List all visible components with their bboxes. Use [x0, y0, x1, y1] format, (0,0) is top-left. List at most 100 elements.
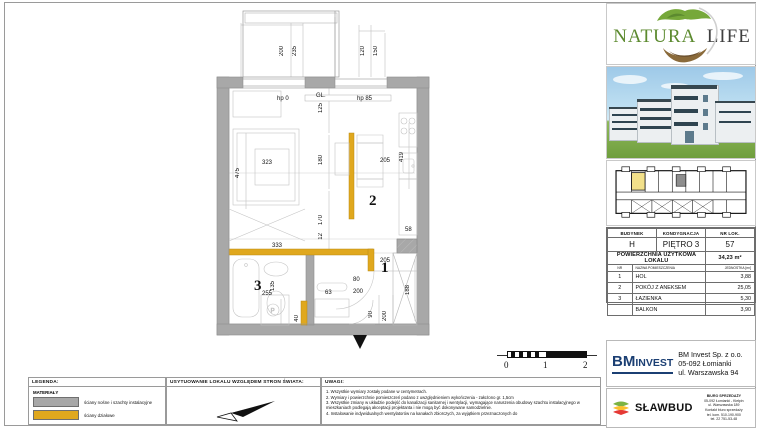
plan-dimension: 125 — [318, 103, 324, 114]
room-name: ŁAZIENKA — [631, 293, 706, 305]
plan-dimension: 40 — [294, 315, 300, 322]
legend-body: MATERIAŁY ściany nośne i szachty instala… — [29, 387, 165, 426]
plan-svg: P — [216, 10, 430, 349]
plan-dimension: 58 — [405, 227, 412, 233]
developer-address-line1: 05-092 Łomianki — [678, 358, 732, 368]
contractor-line5: tel. 22 751-53-48 — [710, 417, 738, 422]
entrance — [685, 131, 694, 143]
plan-dimension: 205 — [380, 258, 391, 264]
balcony-line — [719, 111, 751, 113]
contractor-name: SŁAWBUD — [635, 402, 693, 414]
note-item: 1. Wszystkie wymiary zostały podane w ce… — [326, 389, 427, 394]
room-row: 2 POKÓJ Z ANEKSEM 25,05 — [607, 282, 755, 294]
value-kondygnacja: PIĘTRO 3 — [656, 237, 706, 252]
title-block-column: NATURA LIFE — [606, 3, 756, 428]
plan-dimension: hp 85 — [357, 96, 373, 102]
room-nr: 1 — [607, 271, 633, 283]
project-logo-panel: NATURA LIFE — [606, 3, 756, 65]
building-photo-panel — [606, 66, 756, 159]
subheader-nazwa: NAZWA POMIESZCZENIA — [631, 264, 706, 272]
plan-dimension: 205 — [380, 158, 391, 164]
room-name: BALKON — [631, 304, 706, 316]
cloud — [613, 75, 647, 84]
plan-dimension: 419 — [399, 152, 405, 163]
plan-dimension: 63 — [325, 290, 332, 296]
plan-dimension: 180 — [318, 155, 324, 166]
slawbud-logo-icon — [611, 398, 631, 418]
area-label: POWIERZCHNIA UŻYTKOWA LOKALU — [607, 251, 706, 265]
developer-address-line2: ul. Warszawska 94 — [678, 368, 739, 378]
room-area: 25,05 — [705, 282, 755, 294]
bm-logo-bm: BM — [612, 353, 636, 370]
contractor-panel: SŁAWBUD BIURO SPRZEDAŻY 05-092 Łomianki … — [606, 388, 756, 428]
header-budynek: BUDYNEK — [607, 228, 657, 238]
key-plan-panel — [606, 160, 756, 226]
contractor-line1: 05-092 Łomianki - Kiełpin — [704, 398, 744, 403]
scale-segment-dark — [547, 351, 587, 358]
plan-dimension: 170 — [318, 215, 324, 226]
legend-item: ściany nośne i szachty instalacyjne — [33, 397, 161, 407]
notes-body: 1. Wszystkie wymiary zostały podane w ce… — [322, 387, 600, 419]
scale-tick — [535, 351, 539, 358]
compass-panel: USYTUOWANIE LOKALU WZGLĘDEM STRON ŚWIATA… — [166, 377, 321, 425]
legend-swatch-structural — [33, 397, 79, 407]
hall-area — [335, 252, 418, 326]
compass-header: USYTUOWANIE LOKALU WZGLĘDEM STRON ŚWIATA… — [167, 378, 320, 387]
structural-walls — [216, 76, 430, 336]
legend-label-structural: ściany nośne i szachty instalacyjne — [84, 399, 153, 405]
logo-word-natura: NATURA — [613, 26, 696, 47]
furniture-bathroom: P — [232, 258, 350, 326]
roof-line — [715, 101, 755, 103]
acorn-icon — [663, 48, 707, 63]
contractor-office-label: BIURO SPRZEDAŻY — [706, 394, 742, 399]
scale-label-1: 1 — [543, 360, 548, 370]
header-nr-lok: NR LOK. — [705, 228, 755, 238]
room-name: POKÓJ Z ANEKSEM — [631, 282, 706, 294]
room-area: 3,90 — [705, 304, 755, 316]
plan-dimension: 200 — [353, 289, 364, 295]
furniture-living — [228, 90, 306, 242]
legend-header: LEGENDA: — [29, 378, 165, 387]
value-nr-lok: 57 — [705, 237, 755, 252]
partition-walls — [228, 132, 375, 326]
subheader-jednostka: JEDNOSTKA [m²] — [705, 264, 755, 272]
plan-dimension: 90 — [368, 311, 374, 318]
area-value: 34,23 m² — [705, 251, 755, 265]
plan-dimension: 333 — [272, 243, 283, 249]
room-row: BALKON 3,90 — [607, 304, 755, 316]
bottom-strip: LEGENDA: MATERIAŁY ściany nośne i szacht… — [5, 377, 601, 425]
balcony-line — [674, 109, 698, 113]
roof-line — [609, 107, 641, 109]
balcony-line — [640, 117, 672, 120]
legend-swatch-partition — [33, 410, 79, 420]
room-row: 3 ŁAZIENKA 5,30 — [607, 293, 755, 305]
room-area: 5,30 — [705, 293, 755, 305]
plan-dimension: 200 — [279, 46, 285, 57]
room-number-3: 3 — [254, 278, 262, 294]
contractor-contact: BIURO SPRZEDAŻY 05-092 Łomianki - Kiełpi… — [697, 394, 751, 422]
swoosh-icon — [698, 7, 718, 55]
room-nr: 3 — [607, 293, 633, 305]
openings-top — [242, 78, 392, 102]
notes-header: UWAGI: — [322, 378, 600, 387]
scale-tick — [519, 351, 523, 358]
balcony-line — [674, 96, 698, 100]
highlighted-unit — [631, 172, 646, 191]
legend-materials-title: MATERIAŁY — [33, 390, 59, 395]
building-render — [607, 67, 755, 158]
legend-label-partition: ściany działowe — [84, 412, 115, 418]
balcony-line — [612, 121, 638, 123]
room-number-2: 2 — [369, 193, 377, 209]
room-nr: 2 — [607, 282, 633, 294]
entry-door — [348, 299, 375, 349]
balcony-line — [640, 126, 672, 129]
plan-dimension: 135 — [270, 281, 276, 292]
legend-item: ściany działowe — [33, 410, 161, 420]
notes-panel: UWAGI: 1. Wszystkie wymiary zostały poda… — [321, 377, 601, 425]
key-plan-diagram — [615, 166, 747, 218]
plan-dimension: 12 — [318, 233, 324, 240]
bm-invest-logo: BMINVEST — [612, 353, 674, 374]
contractor-line3: Kontakt biuro sprzedaży — [705, 408, 743, 412]
svg-text:P: P — [271, 309, 275, 315]
